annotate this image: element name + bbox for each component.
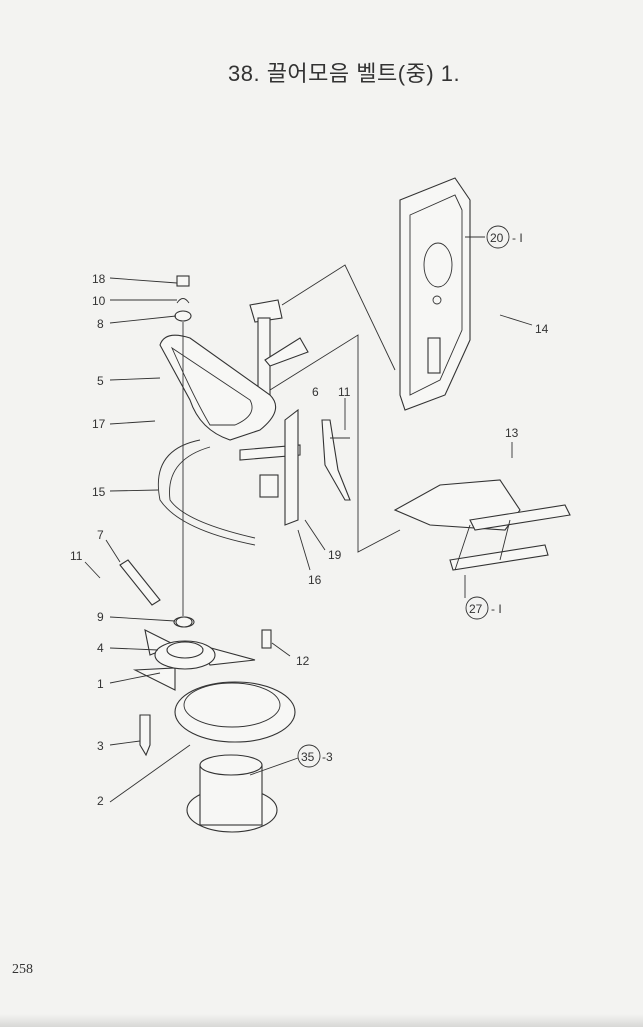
leader-lines — [84, 236, 533, 803]
nut-18 — [176, 275, 190, 287]
pulley-2 — [174, 681, 296, 743]
plate — [259, 474, 279, 498]
cylinder-35-3 — [186, 754, 278, 833]
washer-8 — [174, 310, 192, 322]
callout-17: 17 — [92, 417, 106, 431]
reference-35-3: 35 -3 — [297, 744, 333, 768]
pin-3 — [139, 714, 151, 757]
callout-15: 15 — [92, 485, 106, 499]
stay-7 — [119, 559, 161, 606]
svg-text:27: 27 — [469, 602, 483, 616]
callout-14: 14 — [535, 322, 549, 336]
callout-10: 10 — [92, 294, 106, 308]
callout-2: 2 — [97, 794, 104, 808]
callout-11b: 11 — [338, 385, 351, 399]
svg-text:20: 20 — [490, 231, 504, 245]
washer-9 — [175, 616, 193, 628]
callout-6: 6 — [312, 385, 319, 399]
svg-text:- I: - I — [512, 231, 523, 245]
bracket-6 — [321, 419, 351, 501]
scan-edge — [0, 1014, 643, 1027]
callout-13: 13 — [505, 426, 519, 440]
callout-4: 4 — [97, 641, 104, 655]
reference-20-1: 20 - I — [486, 225, 523, 249]
svg-text:35: 35 — [301, 750, 315, 764]
callout-1: 1 — [97, 677, 104, 691]
page-title: 38. 끌어모음 벨트(중) 1. — [228, 61, 461, 86]
callout-11: 11 — [70, 549, 83, 563]
callout-8: 8 — [97, 317, 104, 331]
svg-text:-3: -3 — [322, 750, 333, 764]
svg-text:- I: - I — [491, 602, 502, 616]
callout-16: 16 — [308, 573, 322, 587]
callout-7: 7 — [97, 528, 104, 542]
clip-10 — [176, 298, 190, 304]
callout-5: 5 — [97, 374, 104, 388]
callout-9: 9 — [97, 610, 104, 624]
belt-15 — [157, 439, 256, 546]
rake-hub — [132, 616, 256, 691]
callout-12: 12 — [296, 654, 310, 668]
reference-27-1: 27 - I — [465, 596, 502, 620]
vertical-arm — [284, 408, 299, 526]
frame-panel — [399, 177, 471, 411]
callout-19: 19 — [328, 548, 342, 562]
callout-18: 18 — [92, 272, 106, 286]
rear-frame — [393, 479, 571, 571]
callout-3: 3 — [97, 739, 104, 753]
page-number: 258 — [12, 962, 33, 977]
belt-guide — [159, 334, 277, 441]
bolt-12 — [261, 629, 272, 649]
